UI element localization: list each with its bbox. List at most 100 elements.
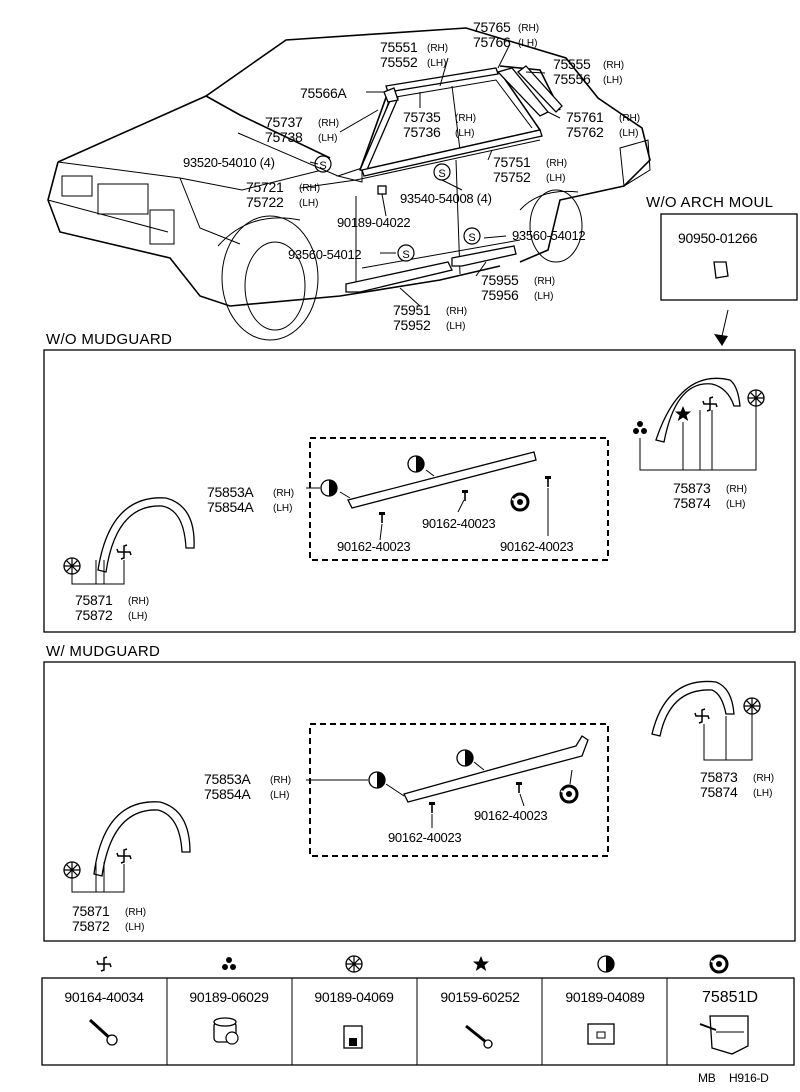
side-label: (RH) [299, 183, 320, 194]
part-number: 75871 [75, 592, 113, 608]
side-label: (LH) [273, 503, 292, 514]
legend-part-number: 90189-04069 [314, 989, 394, 1005]
arch-moul-box: W/O ARCH MOUL 90950-01266 [646, 194, 798, 346]
side-label: (LH) [603, 75, 622, 86]
s-clip-label: S [468, 232, 475, 244]
top-leader-lines [237, 43, 561, 307]
screw-drawing [465, 1024, 493, 1049]
part-number: 93560-54012 [288, 247, 361, 262]
part-number: 90162-40023 [500, 539, 573, 554]
part-number: 75736 [403, 124, 441, 140]
section2-parts [63, 680, 761, 893]
part-number: 75853A [204, 771, 251, 787]
part-number: 75762 [566, 124, 604, 140]
side-label: (RH) [753, 773, 774, 784]
part-number: 75853A [207, 484, 254, 500]
part-number: 93560-54012 [512, 228, 585, 243]
legend-part-number: 90164-40034 [64, 989, 144, 1005]
part-number: 90950-01266 [678, 230, 758, 246]
side-label: (LH) [753, 788, 772, 799]
footer-diagram-id: H916-D [729, 1071, 769, 1085]
part-number: 75566A [300, 85, 347, 101]
part-number: 75874 [700, 784, 738, 800]
legend: 90164-40034 90189-06029 90189-04069 9015… [41, 954, 795, 1066]
side-label: (RH) [427, 43, 448, 54]
section1-title: W/O MUDGUARD [46, 331, 172, 348]
part-number: 90189-04022 [337, 215, 410, 230]
pinwheel-icon [116, 544, 132, 560]
ring-icon [510, 492, 530, 512]
side-label: (LH) [125, 922, 144, 933]
side-label: (RH) [534, 276, 555, 287]
side-label: (RH) [128, 596, 149, 607]
bracket-drawing [699, 1015, 749, 1055]
arch-box-title: W/O ARCH MOUL [646, 194, 773, 211]
clip-drawing [587, 1023, 615, 1045]
side-label: (LH) [518, 38, 537, 49]
three-dot-icon [222, 957, 236, 970]
side-label: (RH) [270, 775, 291, 786]
part-number: 75737 [265, 114, 303, 130]
side-label: (LH) [318, 133, 337, 144]
side-label: (RH) [546, 158, 567, 169]
side-label: (RH) [125, 907, 146, 918]
screw-icon [461, 489, 469, 502]
s-clip-label: S [438, 168, 445, 180]
half-circle-icon [597, 955, 615, 973]
part-number: 75951 [393, 302, 431, 318]
part-number: 75735 [403, 109, 441, 125]
half-circle-icon [320, 479, 338, 497]
part-number: 75738 [265, 129, 303, 145]
part-number: 75854A [204, 786, 251, 802]
screw-drawing [88, 1018, 118, 1046]
star-icon [473, 956, 489, 971]
part-number: 75555 [553, 56, 591, 72]
side-label: (RH) [603, 60, 624, 71]
part-number: 75873 [673, 480, 711, 496]
s-clip-label: S [402, 249, 409, 261]
snowflake-icon [63, 861, 81, 879]
side-label: (RH) [273, 488, 294, 499]
clip-markers: S S S S [314, 155, 481, 262]
snowflake-icon [345, 955, 363, 973]
footer-code: MB [698, 1071, 716, 1085]
screw-icon [378, 511, 386, 524]
side-label: (LH) [546, 173, 565, 184]
part-number: 90162-40023 [388, 830, 461, 845]
s-clip-label: S [319, 160, 326, 172]
half-circle-icon [368, 771, 386, 789]
side-label: (RH) [726, 484, 747, 495]
side-label: (LH) [534, 291, 553, 302]
part-number: 75551 [380, 39, 418, 55]
side-label: (LH) [427, 58, 446, 69]
side-label: (RH) [619, 113, 640, 124]
side-label: (LH) [299, 198, 318, 209]
part-number: 75761 [566, 109, 604, 125]
ring-icon [559, 784, 579, 804]
section2-frame [43, 661, 796, 942]
side-label: (LH) [726, 499, 745, 510]
screw-icon [428, 801, 436, 814]
star-icon [675, 406, 691, 421]
section2-title: W/ MUDGUARD [46, 643, 160, 660]
top-callouts: 75765 (RH) 75766 (LH) 75551 (RH) 75552 (… [183, 19, 640, 333]
pinwheel-icon [702, 396, 718, 412]
part-number: 75721 [246, 179, 284, 195]
part-number: 75872 [75, 607, 113, 623]
part-number: 75952 [393, 317, 431, 333]
part-number: 75751 [493, 154, 531, 170]
section1-callouts: 75853A (RH) 75854A (LH) 90162-40023 9016… [75, 480, 747, 623]
screw-icon [515, 781, 523, 794]
part-number: 75556 [553, 71, 591, 87]
part-number: 75871 [72, 903, 110, 919]
side-label: (RH) [455, 113, 476, 124]
clip-drawing [343, 1025, 363, 1049]
grommet-drawing [213, 1017, 239, 1045]
part-number: 93540-54008 (4) [400, 191, 492, 206]
legend-part-number: 75851D [702, 989, 758, 1006]
side-label: (RH) [446, 306, 467, 317]
half-circle-icon [456, 749, 474, 767]
part-number: 75765 [473, 19, 511, 35]
part-number: 90162-40023 [337, 539, 410, 554]
ring-icon [709, 954, 729, 974]
